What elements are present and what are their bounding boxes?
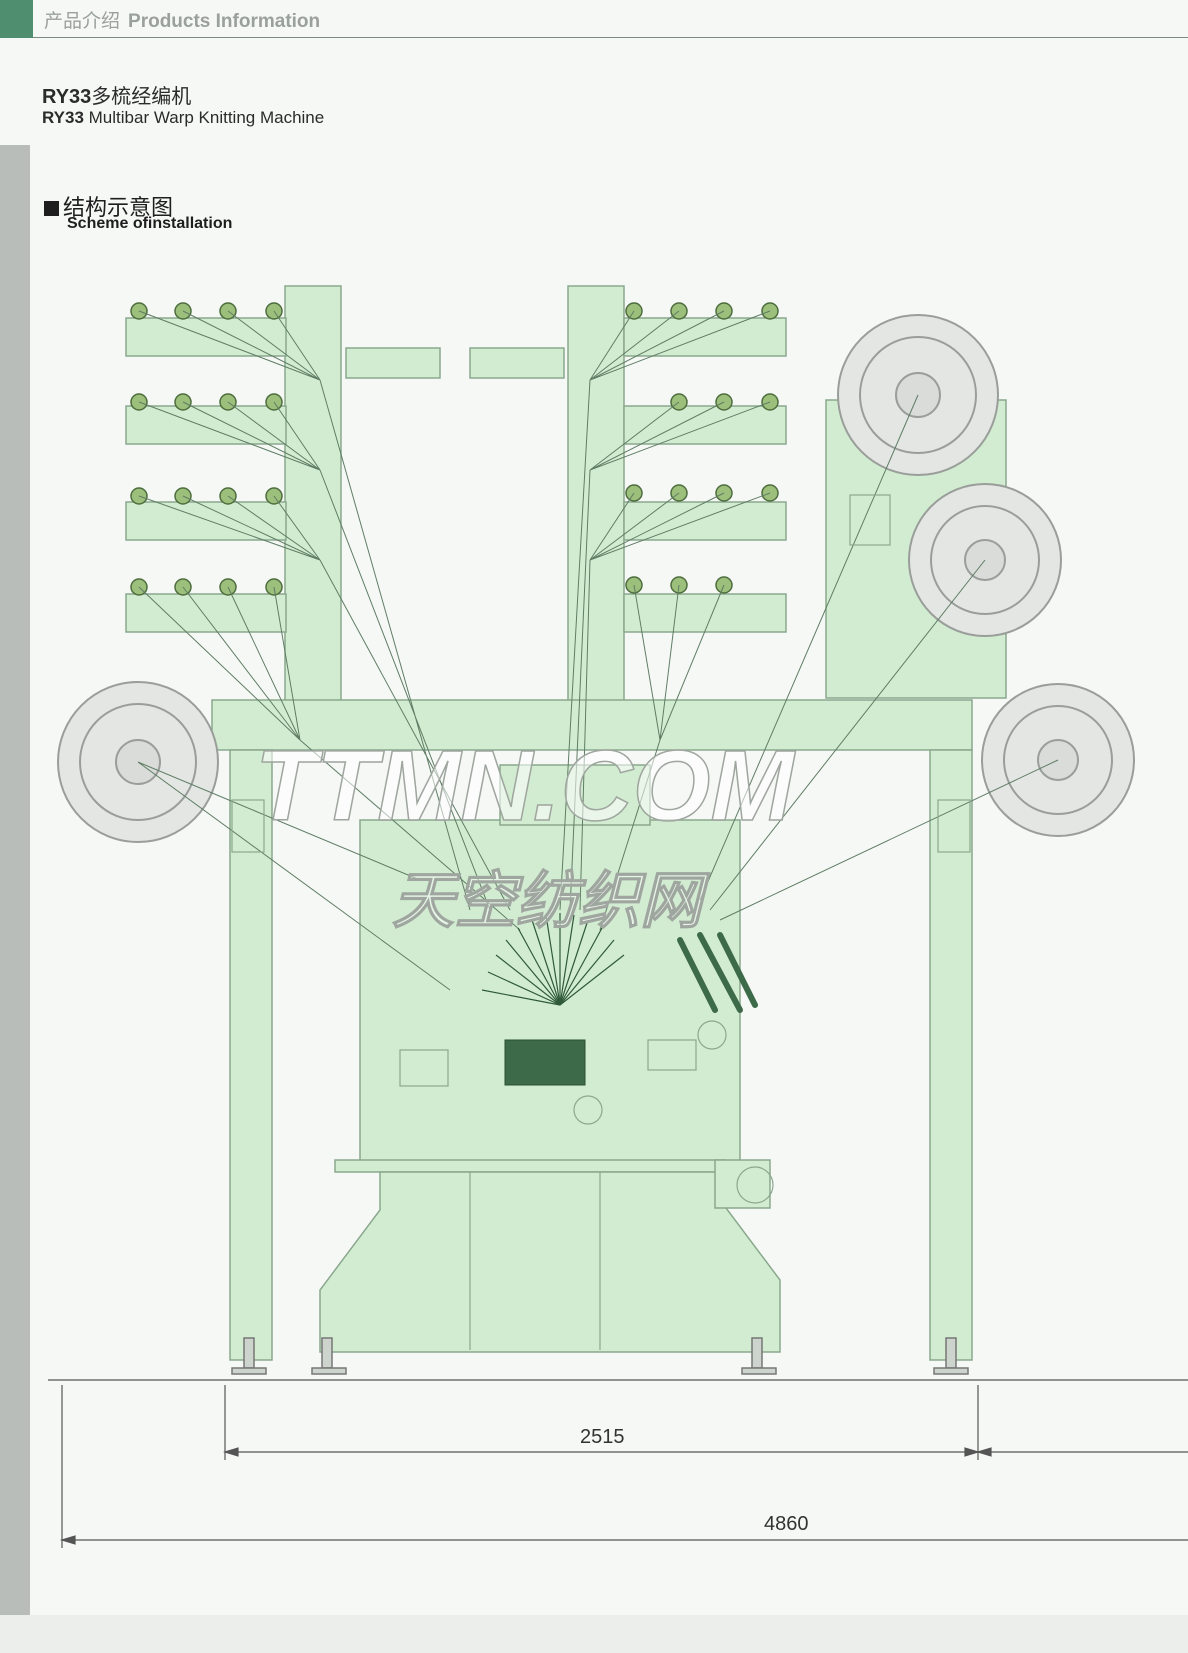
watermark-cn: 天空纺织网 (392, 867, 711, 936)
side-lug (714, 1159, 771, 1209)
right-creel-arm-3 (623, 501, 787, 541)
dimension-inner: 2515 (580, 1426, 625, 1448)
bullet-square-icon (44, 201, 59, 216)
control-box (504, 1039, 586, 1086)
header-divider (33, 37, 1188, 38)
yarn-paths (137, 310, 1059, 991)
right-creel-arm-1 (623, 317, 787, 357)
machine-details (231, 494, 971, 1350)
left-warp-beam-inner (79, 703, 197, 821)
machine-feet (231, 1337, 969, 1375)
header-title-cn: 产品介绍 (44, 11, 121, 32)
header-bar: 产品介绍 Products Information (0, 0, 1188, 38)
product-title-en: RY33 Multibar Warp Knitting Machine (42, 108, 324, 128)
right-creel-arm-2 (623, 405, 787, 445)
product-name-en: Multibar Warp Knitting Machine (88, 108, 325, 127)
right-leg (929, 749, 973, 1361)
machine-ledge (334, 1159, 726, 1173)
model-code-en: RY33 (42, 108, 84, 127)
product-name-cn: 多梳经编机 (91, 86, 192, 108)
machine-base (319, 1171, 781, 1353)
middle-right-warp-beam-inner (930, 505, 1040, 615)
left-creel-arm-2 (125, 405, 287, 445)
dimension-lines (48, 1379, 1188, 1548)
right-warp-beam-inner (1003, 705, 1113, 815)
left-creel-arm-4 (125, 593, 287, 633)
bottom-band (0, 1615, 1188, 1653)
model-code: RY33 (42, 86, 92, 108)
section-heading-en: Scheme ofinstallation (67, 215, 233, 232)
top-right-crossbar (469, 347, 565, 379)
guide-bar-fan (481, 913, 625, 1006)
watermark-latin: TTMN.COM (255, 730, 796, 842)
right-creel-arm-4 (623, 593, 787, 633)
header-accent-block (0, 0, 33, 38)
left-side-band (0, 145, 30, 1615)
yarn-spools (130, 302, 779, 596)
left-creel-arm-3 (125, 501, 287, 541)
product-title-cn: RY33多梳经编机 (42, 80, 191, 109)
right-creel-column (567, 285, 625, 707)
section-title-cn: 结构示意图 (63, 195, 174, 220)
main-beam (211, 699, 973, 751)
top-right-warp-beam-inner (859, 336, 977, 454)
header-title-en: Products Information (128, 11, 321, 32)
guide-bar-links (677, 932, 758, 1013)
dimension-outer: 4860 (764, 1513, 809, 1535)
top-left-crossbar (345, 347, 441, 379)
left-creel-column (284, 285, 342, 707)
header-title: 产品介绍 Products Information (44, 6, 320, 33)
section-heading-cn: 结构示意图 (44, 190, 173, 222)
